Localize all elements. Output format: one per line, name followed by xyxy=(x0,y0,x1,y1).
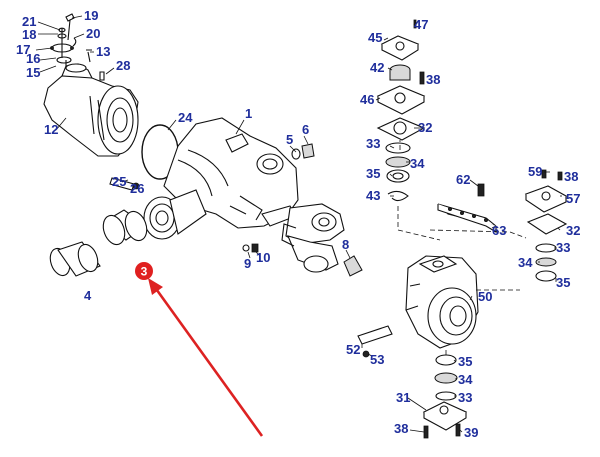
part-label-47: 47 xyxy=(414,17,428,32)
part-label-5: 5 xyxy=(286,132,293,147)
part-label-10: 10 xyxy=(256,250,270,265)
part-label-21: 21 xyxy=(22,14,36,29)
part-label-26: 26 xyxy=(130,181,144,196)
part-label-39: 39 xyxy=(464,425,478,440)
part-label-35-top: 35 xyxy=(366,166,380,181)
axle-housing-part xyxy=(143,117,299,240)
part-label-13: 13 xyxy=(96,44,110,59)
part-label-63: 63 xyxy=(492,223,506,238)
assembly-dash-lines xyxy=(397,140,527,356)
part-label-15: 15 xyxy=(26,65,40,80)
part-label-53: 53 xyxy=(370,352,384,367)
callout-circle xyxy=(135,262,153,280)
part-label-12: 12 xyxy=(44,122,58,137)
part-label-52: 52 xyxy=(346,342,360,357)
part-label-8: 8 xyxy=(342,237,349,252)
part-label-32-right: 32 xyxy=(566,223,580,238)
bushing-pair-part xyxy=(49,209,148,277)
part-label-42: 42 xyxy=(370,60,384,75)
part-label-32-top: 32 xyxy=(418,120,432,135)
top-fasteners-group xyxy=(50,13,105,81)
part-label-62: 62 xyxy=(456,172,470,187)
part-label-38-right: 38 xyxy=(564,169,578,184)
part-label-46: 46 xyxy=(360,92,374,107)
part-label-34-bottom: 34 xyxy=(458,372,473,387)
small-fasteners xyxy=(109,143,363,277)
part-label-59: 59 xyxy=(528,164,542,179)
part-label-18: 18 xyxy=(22,27,36,42)
part-label-45: 45 xyxy=(368,30,382,45)
red-arrow xyxy=(152,285,264,437)
part-label-4: 4 xyxy=(84,288,92,303)
part-label-33-bottom: 33 xyxy=(458,390,472,405)
part-label-38-top: 38 xyxy=(426,72,440,87)
part-label-19: 19 xyxy=(84,8,98,23)
part-label-33-right: 33 xyxy=(556,240,570,255)
part-label-43: 43 xyxy=(366,188,380,203)
part-label-34-top: 34 xyxy=(410,156,425,171)
part-label-28: 28 xyxy=(116,58,130,73)
part-label-25: 25 xyxy=(112,174,126,189)
part-number-labels: 21 18 17 16 15 19 20 13 28 12 24 1 5 6 2… xyxy=(16,8,580,440)
shim-plate-part xyxy=(437,183,497,233)
steering-knuckle-part xyxy=(405,255,479,349)
part-label-17: 17 xyxy=(16,42,30,57)
lower-right-pin-stack xyxy=(524,169,568,282)
part-label-35-right: 35 xyxy=(556,275,570,290)
part-label-16: 16 xyxy=(26,51,40,66)
part-label-20: 20 xyxy=(86,26,100,41)
part-label-50: 50 xyxy=(478,289,492,304)
callout-number: 3 xyxy=(141,265,148,279)
bottom-kingpin-stack xyxy=(357,325,468,439)
upper-kingpin-stack xyxy=(376,19,426,202)
callout-marker: 3 xyxy=(135,262,264,437)
drive-yoke-part xyxy=(281,203,345,273)
red-arrow-head xyxy=(148,278,163,295)
hub-carrier-part xyxy=(43,63,139,157)
part-label-6: 6 xyxy=(302,122,309,137)
part-label-31: 31 xyxy=(396,390,410,405)
part-label-1: 1 xyxy=(245,106,252,121)
part-label-57: 57 xyxy=(566,191,580,206)
part-label-24: 24 xyxy=(178,110,193,125)
leader-lines xyxy=(35,15,562,433)
part-label-38-bottom: 38 xyxy=(394,421,408,436)
part-label-35-bottom: 35 xyxy=(458,354,472,369)
part-label-9: 9 xyxy=(244,256,251,271)
part-label-34-right: 34 xyxy=(518,255,533,270)
part-label-33-top: 33 xyxy=(366,136,380,151)
